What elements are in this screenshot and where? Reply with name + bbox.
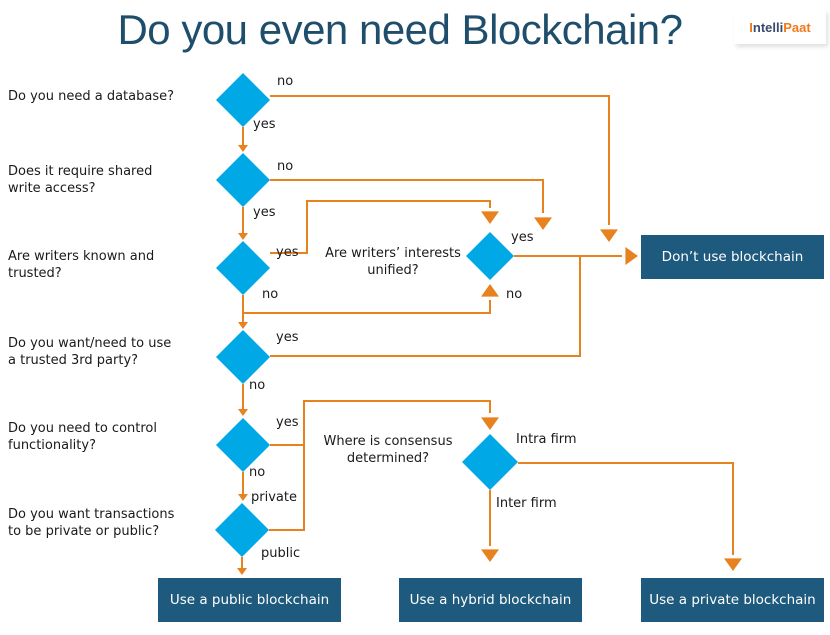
- label-q5-no: no: [249, 465, 266, 480]
- question-interests-unified: Are writers’ interests unified?: [325, 246, 461, 278]
- logo-part2: Paat: [783, 19, 811, 35]
- question-consensus: Where is consensus determined?: [323, 434, 453, 466]
- question-writers-known: Are writers known and trusted?: [8, 249, 155, 281]
- arrow-q3-no-to-q7: [481, 284, 499, 297]
- label-q2-no: no: [277, 159, 294, 174]
- label-q6-private: private: [251, 490, 297, 505]
- question-private-public: Do you want transactions to be private o…: [8, 507, 175, 539]
- label-q7-yes: yes: [511, 230, 534, 245]
- arrow-q7-yes: [625, 247, 638, 265]
- label-q4-no: no: [249, 378, 266, 393]
- connector-q8-intra: [518, 462, 734, 555]
- connector-q2-no: [270, 179, 544, 213]
- outcome-dont-use-blockchain: Don’t use blockchain: [641, 235, 824, 279]
- arrow-q2-no: [534, 217, 552, 230]
- outcome-hybrid-blockchain: Use a hybrid blockchain: [399, 578, 582, 622]
- arrow-q3-no: [238, 322, 248, 329]
- question-database: Do you need a database?: [8, 89, 175, 104]
- label-q2-yes: yes: [253, 205, 276, 220]
- question-control-functionality: Do you need to control functionality?: [8, 421, 157, 453]
- label-q3-yes: yes: [276, 245, 299, 260]
- connector-q4-yes: [270, 256, 581, 357]
- diamond-q8-consensus: [462, 434, 518, 490]
- label-q7-no: no: [506, 287, 523, 302]
- diamond-q1-database: [216, 73, 270, 127]
- diamond-q2-shared-write: [216, 153, 270, 207]
- label-q1-yes: yes: [253, 117, 276, 132]
- arrow-q5-no: [238, 494, 248, 501]
- arrow-q4-no: [238, 409, 248, 416]
- label-q4-yes: yes: [276, 330, 299, 345]
- label-q3-no: no: [262, 287, 279, 302]
- connector-q6-private: [269, 400, 491, 531]
- logo-part1: ntelli: [752, 19, 784, 35]
- label-q6-public: public: [261, 546, 301, 561]
- arrow-q3-yes: [481, 211, 499, 224]
- arrow-q1-no: [600, 229, 618, 242]
- connector-q3-no-to-q7: [243, 300, 491, 314]
- diamond-q6-private-public: [215, 503, 269, 557]
- connector-q3-yes: [270, 200, 491, 254]
- label-q8-intra: Intra firm: [516, 432, 577, 447]
- diamond-q3-writers-known: [216, 241, 270, 295]
- arrow-q1-yes: [238, 145, 248, 152]
- diagram-title: Do you even need Blockchain?: [117, 6, 683, 53]
- diamond-q5-control-functionality: [216, 418, 270, 472]
- outcome-private-blockchain: Use a private blockchain: [641, 578, 824, 622]
- label-q8-inter: Inter firm: [496, 496, 557, 511]
- arrow-q8-inter: [481, 549, 499, 562]
- arrow-q6-public: [237, 568, 247, 575]
- diamond-q4-trusted-third-party: [216, 330, 270, 384]
- connector-q1-no: [270, 95, 610, 225]
- arrow-q8-intra: [724, 558, 742, 571]
- outcome-public-blockchain: Use a public blockchain: [158, 578, 341, 622]
- label-q5-yes: yes: [276, 415, 299, 430]
- arrow-q2-yes: [238, 233, 248, 240]
- diamond-q7-interests-unified: [466, 232, 514, 280]
- logo-prefix: I: [749, 19, 753, 35]
- arrow-to-q8: [481, 417, 499, 430]
- question-trusted-third-party: Do you want/need to use a trusted 3rd pa…: [8, 336, 172, 368]
- question-shared-write: Does it require shared write access?: [8, 164, 153, 196]
- label-q1-no: no: [277, 74, 294, 89]
